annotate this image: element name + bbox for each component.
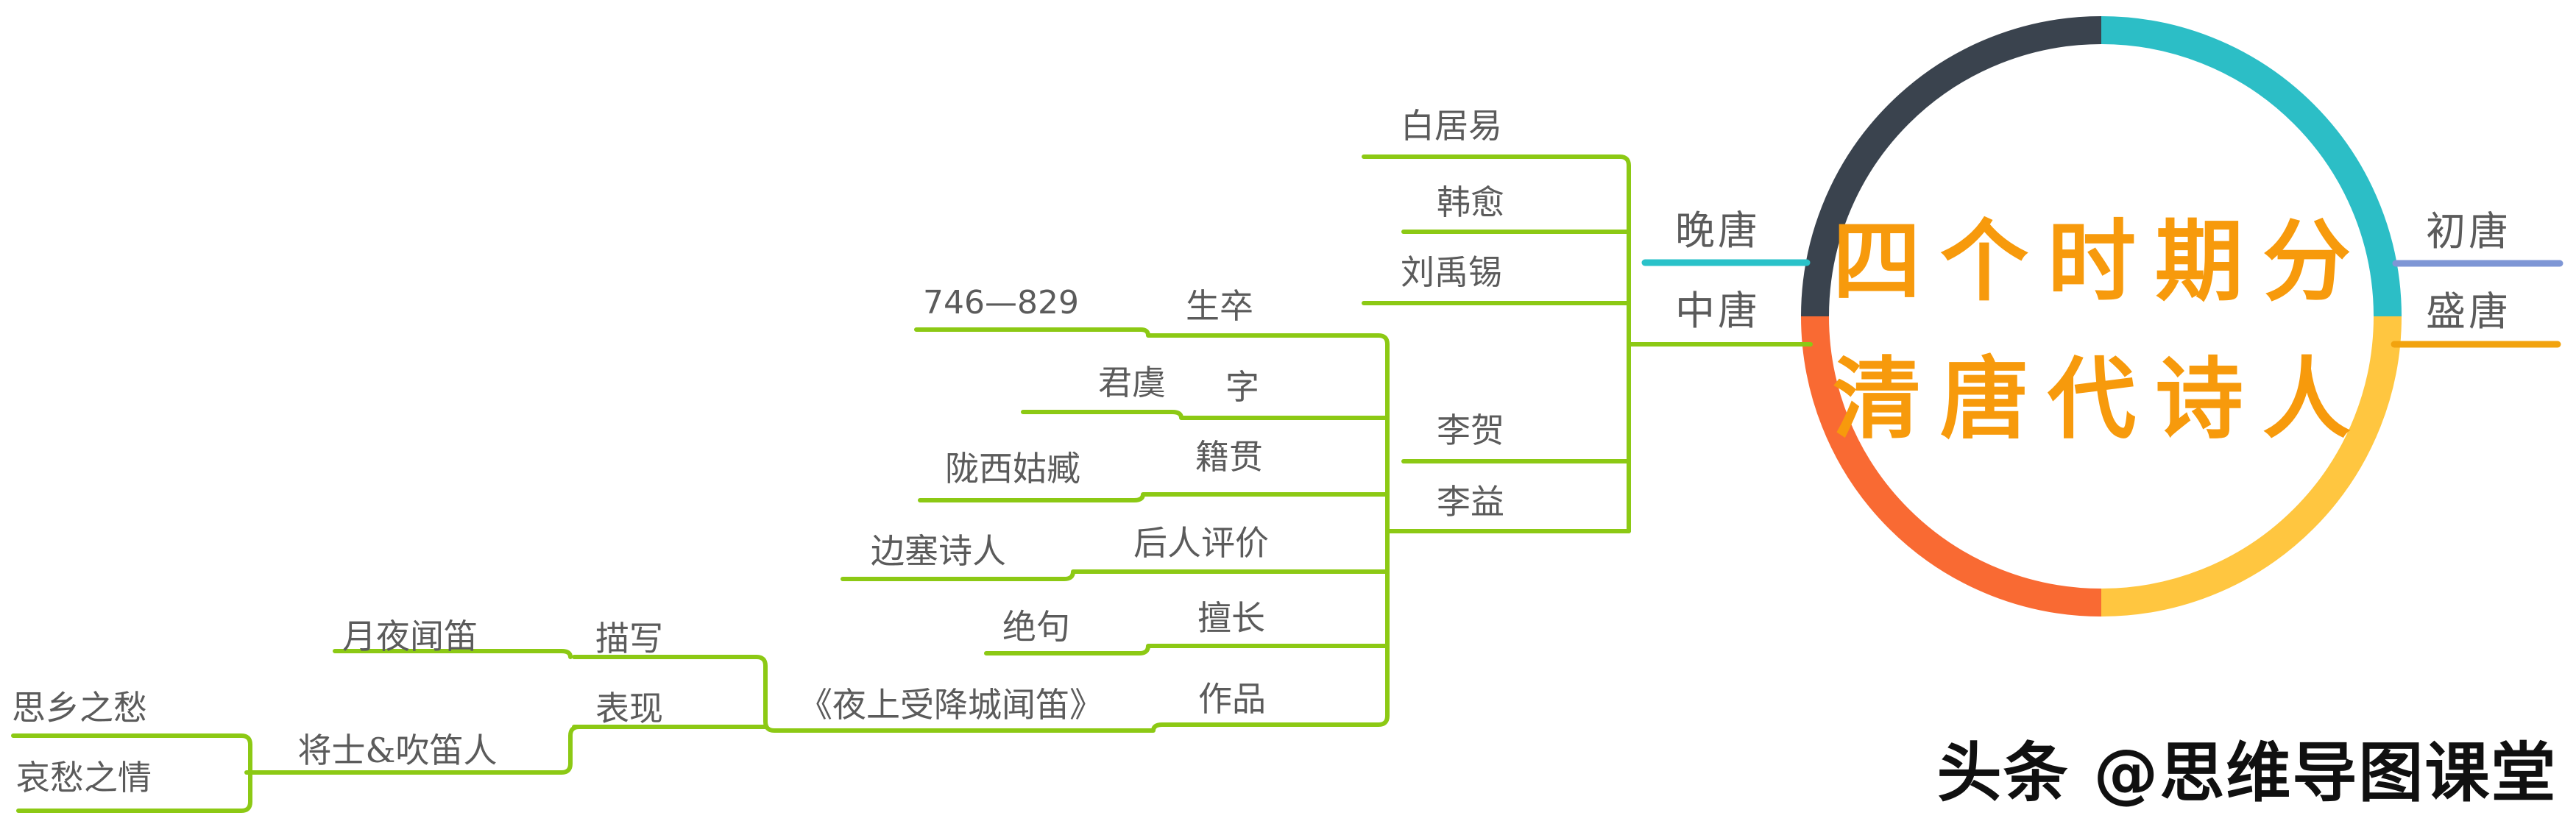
- node-specialty-label: 擅长: [1197, 598, 1265, 638]
- node-birth-death-label: 生卒: [1186, 286, 1253, 326]
- period-ring: [1801, 16, 2402, 617]
- node-hanyu: 韩愈: [1437, 182, 1504, 222]
- node-liuyuxi: 刘禹锡: [1401, 252, 1502, 292]
- node-high-tang: 盛唐: [2426, 288, 2511, 335]
- node-courtesy-name-label: 字: [1225, 367, 1259, 407]
- ring-quadrant-red-icon: [1801, 316, 2102, 617]
- connector-shanchang-jueju: [984, 644, 1390, 655]
- ring-quadrant-dark-icon: [1801, 16, 2102, 317]
- node-sorrow: 哀愁之情: [16, 758, 152, 797]
- ring-quadrant-teal-icon: [2101, 16, 2402, 317]
- node-later-evaluation-label: 后人评价: [1133, 523, 1269, 563]
- connector-poets-spine: [1362, 154, 1631, 533]
- node-lihe: 李贺: [1437, 411, 1504, 450]
- connector-attributes-spine: [572, 327, 1390, 733]
- node-native-place-value: 陇西姑臧: [945, 449, 1080, 488]
- node-expresses-value: 将士&吹笛人: [297, 731, 498, 770]
- node-liyi: 李益: [1437, 482, 1504, 522]
- node-works-value: 《夜上受降城闻笛》: [799, 685, 1103, 725]
- connector-jiguan-longxi: [918, 492, 1390, 502]
- node-mid-tang: 中唐: [1675, 288, 1761, 334]
- watermark-text: 头条 @思维导图课堂: [1936, 735, 2558, 811]
- central-topic-line1: 四个时期分: [1833, 210, 2370, 313]
- connector-jiangshi: [252, 725, 581, 775]
- node-later-evaluation-value: 边塞诗人: [871, 531, 1006, 571]
- node-describes-value: 月夜闻笛: [342, 617, 478, 656]
- node-baijuyi: 白居易: [1401, 106, 1502, 146]
- node-works-label: 作品: [1198, 679, 1266, 719]
- node-describes-label: 描写: [595, 619, 663, 658]
- central-topic-line2: 清唐代诗人: [1833, 347, 2370, 451]
- ring-quadrant-yellow-icon: [2101, 316, 2402, 617]
- connector-pingjia-biansai: [841, 569, 1390, 581]
- connector-yueye-wendi: [333, 649, 573, 659]
- node-expresses-label: 表现: [595, 689, 663, 728]
- node-birth-death-value: 746—829: [923, 284, 1079, 321]
- node-specialty-value: 绝句: [1002, 607, 1070, 647]
- node-native-place-label: 籍贯: [1195, 437, 1263, 477]
- node-late-tang: 晚唐: [1675, 207, 1761, 254]
- node-early-tang: 初唐: [2426, 208, 2511, 255]
- connector-zi-junyu: [1021, 410, 1390, 420]
- node-homesickness: 思乡之愁: [12, 688, 147, 728]
- node-courtesy-name-value: 君虞: [1098, 363, 1166, 402]
